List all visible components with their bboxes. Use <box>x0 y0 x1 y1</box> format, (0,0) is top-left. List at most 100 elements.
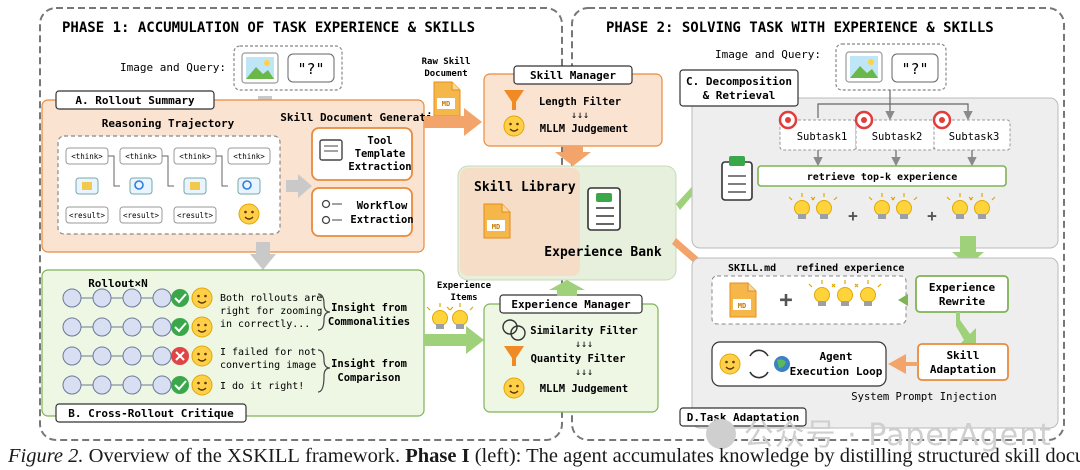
think-tag: <think> <box>233 152 265 161</box>
cross-icon <box>171 347 189 365</box>
exp-mllm-judgement: MLLM Judgement <box>540 383 629 395</box>
skill-adaptation-line-2: Adaptation <box>930 363 996 376</box>
thinking-face-icon <box>503 377 525 399</box>
comment-2-line-1: I failed for not <box>220 347 316 358</box>
rollout-summary-label-box <box>55 90 215 110</box>
check-icon <box>171 318 189 336</box>
comment-1-line-2: right for zooming <box>220 306 322 317</box>
workflow-line-2: Extraction <box>350 214 413 226</box>
subtask-2-label: Subtask2 <box>872 131 923 143</box>
sad-face-icon <box>191 345 213 367</box>
trajectory-col-3: <think> <result> <box>173 147 217 224</box>
arrow-to-skill-manager <box>424 108 482 136</box>
experience-rewrite-line-2: Rewrite <box>939 295 986 308</box>
skill-md-file-icon-d <box>729 282 757 318</box>
caption-phase: Phase I <box>405 445 470 467</box>
happy-face-icon <box>191 316 213 338</box>
agent-loop-line-2: Execution Loop <box>790 365 883 378</box>
length-filter: Length Filter <box>539 96 621 108</box>
bulb-icon <box>426 302 454 330</box>
skill-mllm-judgement: MLLM Judgement <box>540 123 629 135</box>
phase2-panel <box>571 7 1065 441</box>
skill-manager-label: Skill Manager <box>530 69 616 82</box>
caption-text-2: framework. <box>299 445 406 467</box>
rollout-summary-label: A. Rollout Summary <box>75 94 195 107</box>
arrow-exp-to-library <box>549 280 585 296</box>
subtask-3-label: Subtask3 <box>949 131 1000 143</box>
exp-arrows-1: ↓↓↓ <box>575 339 593 350</box>
experience-manager-box: Experience Manager Similarity Filter ↓↓↓… <box>483 294 659 413</box>
caption-skill: SKILL <box>241 445 300 467</box>
target-icon <box>854 110 874 130</box>
skill-md-label: SKILL.md <box>728 263 776 274</box>
insight-compare-line-2: Comparison <box>337 372 400 384</box>
subtask-tree <box>817 90 973 121</box>
adapt-md-badge: MD <box>738 302 746 310</box>
phase1-image-query-box: "?" <box>233 45 343 91</box>
cross-rollout-label-box <box>55 403 247 423</box>
phase1-image-query-label: Image and Query: <box>120 61 226 74</box>
exp-arrows-2: ↓↓↓ <box>575 367 593 378</box>
phase2-image-query-box: "?" <box>835 43 947 91</box>
raw-skill-md-file-icon <box>433 81 461 117</box>
skill-md-file-icon <box>483 203 511 239</box>
comment-3-line-1: I do it right! <box>220 381 304 392</box>
phase2-query-mark: "?" <box>901 60 928 78</box>
happy-face-icon <box>191 287 213 309</box>
phase1-panel <box>39 7 563 441</box>
arrow-summary-down <box>250 242 276 270</box>
tool-template-line-2: Template <box>355 148 406 160</box>
arrow-rewrite-to-adaptation <box>956 312 976 346</box>
magnifier-icon <box>134 180 144 190</box>
python-icon <box>82 182 92 190</box>
skill-doc-gen-label: Skill Document Generation <box>280 111 446 124</box>
tool-template-line-1: Tool <box>367 135 392 147</box>
decomposition-line-2: & Retrieval <box>703 89 776 102</box>
loop-icon <box>749 349 769 379</box>
arrow-skill-to-library <box>555 146 591 166</box>
tool-template-line-3: Extraction <box>348 161 411 173</box>
think-tag: <think> <box>71 152 103 161</box>
phase2-image-query-label: Image and Query: <box>715 48 821 61</box>
caption-label: Figure 2. <box>8 445 84 467</box>
caption-text-1: Overview of the X <box>83 445 242 467</box>
skill-arrows: ↓↓↓ <box>571 110 589 121</box>
thinking-face-icon <box>503 115 525 137</box>
rollout-n-label: Rollout×N <box>88 277 148 290</box>
target-icon <box>778 110 798 130</box>
wechat-icon <box>705 419 736 449</box>
raw-md-badge: MD <box>442 100 450 108</box>
xskill-framework-diagram: PHASE 1: ACCUMULATION OF TASK EXPERIENCE… <box>39 7 1065 441</box>
similarity-filter: Similarity Filter <box>530 325 637 337</box>
subtask-1-label: Subtask1 <box>797 131 848 143</box>
workflow-extraction-box: Workflow Extraction <box>311 187 414 237</box>
result-tag: <result> <box>177 211 214 220</box>
bulb-icon <box>446 302 474 330</box>
arrow-rewrite-to-refined <box>898 294 916 306</box>
tool-template-extraction-box: Tool Template Extraction <box>311 127 413 181</box>
decomposition-line-1: C. Decomposition <box>686 75 792 88</box>
watermark-text: 公众号 · PaperAgent <box>743 418 1052 453</box>
funnel-icon <box>504 346 524 366</box>
plus-3: + <box>779 288 792 313</box>
target-icon <box>932 110 952 130</box>
image-icon <box>845 51 883 83</box>
subtask-1: Subtask1 <box>778 110 857 151</box>
plus-1: + <box>848 206 858 225</box>
system-prompt-label: System Prompt Injection <box>851 391 996 403</box>
comment-2-line-2: converting image <box>220 360 316 371</box>
raw-skill-doc-line-1: Raw Skill <box>422 56 471 67</box>
insight-compare-line-1: Insight from <box>331 358 407 370</box>
confused-face-icon <box>238 203 260 225</box>
check-icon <box>171 376 189 394</box>
decomposition-label-box <box>679 69 799 107</box>
experience-bank-label: Experience Bank <box>544 245 662 260</box>
skill-manager-box: Skill Manager Length Filter ↓↓↓ MLLM Jud… <box>483 65 663 147</box>
template-icon <box>319 139 343 161</box>
arrow-to-extraction <box>286 174 312 198</box>
retrieve-label: retrieve top-k experience <box>807 171 958 183</box>
insight-common-line-2: Commonalities <box>328 316 410 328</box>
reasoning-trajectory-label: Reasoning Trajectory <box>102 117 235 130</box>
experience-items-line-2: Items <box>450 293 477 303</box>
rollout-rows <box>62 287 213 396</box>
